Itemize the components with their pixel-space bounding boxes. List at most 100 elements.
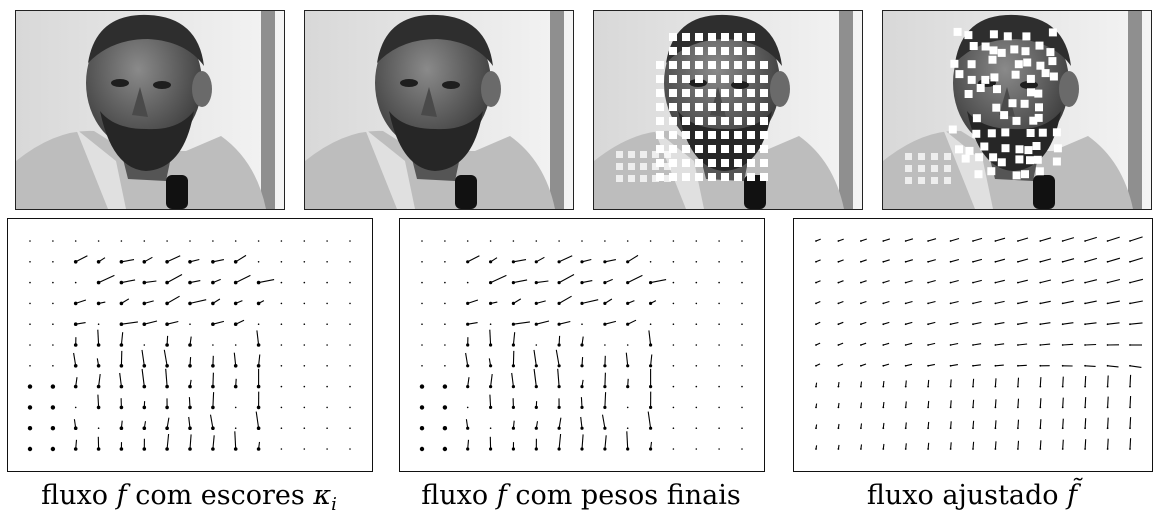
flow-panel-3 <box>793 218 1153 472</box>
flow-origin-dot <box>304 365 306 367</box>
flow-origin-dot <box>444 303 446 305</box>
flow-vector <box>973 379 974 387</box>
flow-origin-dot <box>304 261 306 263</box>
flow-vector <box>1018 323 1028 325</box>
flow-vector <box>995 420 996 428</box>
flow-origin-dot <box>166 240 168 242</box>
sample-square <box>949 126 957 134</box>
sample-square <box>747 159 755 167</box>
flow-vector <box>951 302 959 304</box>
sample-square <box>721 61 729 69</box>
flow-origin-dot <box>189 323 191 325</box>
flow-origin-dot <box>444 323 446 325</box>
flow-vector <box>883 402 884 407</box>
flow-origin-dot <box>349 365 351 367</box>
flow-vector <box>491 275 507 282</box>
photo-frame-2 <box>304 10 574 210</box>
flow-origin-dot <box>281 261 283 263</box>
flow-origin-dot <box>304 427 306 429</box>
sample-square <box>656 75 664 83</box>
flow-vector <box>1085 280 1097 283</box>
flow-vector <box>235 431 236 449</box>
flow-origin-dot <box>718 448 720 450</box>
sample-square <box>965 90 973 98</box>
flow-vector <box>1040 419 1041 428</box>
right-eye <box>153 81 171 89</box>
sample-square <box>981 76 989 84</box>
flow-origin-dot <box>28 447 32 451</box>
sample-square <box>977 84 985 92</box>
flow-vector <box>1108 301 1120 303</box>
sample-square <box>1009 99 1017 107</box>
sample-square <box>721 103 729 111</box>
flow-vector <box>1018 399 1019 408</box>
flow-origin-dot <box>304 303 306 305</box>
sample-square <box>669 131 677 139</box>
flow-vector <box>928 322 935 324</box>
sample-square <box>669 117 677 125</box>
face-image-2 <box>305 11 573 209</box>
sample-square <box>955 145 963 153</box>
sample-square <box>664 175 671 182</box>
flow-vector <box>861 444 862 449</box>
sample-square <box>964 31 972 39</box>
flow-vector <box>1063 238 1074 241</box>
flow-vector <box>559 434 561 449</box>
flow-origin-dot <box>349 448 351 450</box>
flow-origin-dot <box>741 323 743 325</box>
sample-square <box>944 177 951 184</box>
sample-square <box>987 167 995 175</box>
sample-square <box>640 175 647 182</box>
sample-square <box>669 89 677 97</box>
sample-square <box>734 75 742 83</box>
flow-vector <box>167 336 168 345</box>
sample-square <box>1010 45 1018 53</box>
flow-vector <box>816 302 820 304</box>
flow-vector <box>838 403 839 407</box>
flow-vector <box>883 381 884 387</box>
sample-square <box>760 103 768 111</box>
flow-vector <box>1108 397 1109 408</box>
flow-vector <box>99 275 115 282</box>
sample-square <box>905 165 912 172</box>
flow-vector <box>468 300 478 303</box>
flow-origin-dot <box>467 240 469 242</box>
flow-panel-2 <box>399 218 765 472</box>
face-image-1 <box>16 11 284 209</box>
sample-square <box>682 103 690 111</box>
flow-origin-dot <box>444 261 446 263</box>
flow-origin-dot <box>513 240 515 242</box>
flow-vector <box>1085 366 1096 367</box>
flow-vector <box>167 434 169 449</box>
flow-vector <box>973 421 974 428</box>
flow-origin-dot <box>258 261 260 263</box>
flow-vector <box>1018 420 1019 429</box>
flow-origin-dot <box>627 427 629 429</box>
flow-vector <box>142 350 144 366</box>
sample-square <box>1036 62 1044 70</box>
sample-square <box>1035 114 1043 122</box>
flow-origin-dot <box>349 427 351 429</box>
ear <box>481 71 501 107</box>
sample-square <box>955 70 963 78</box>
flow-vector <box>1040 377 1041 387</box>
flow-origin-dot <box>604 344 606 346</box>
sample-square <box>708 117 716 125</box>
flow-vector <box>928 343 935 345</box>
flow-vector <box>259 280 275 283</box>
flow-origin-dot <box>281 240 283 242</box>
flow-origin-dot <box>650 261 652 263</box>
sample-square <box>747 131 755 139</box>
sample-square <box>708 47 716 55</box>
sample-square <box>721 47 729 55</box>
flow-vector <box>121 280 135 283</box>
flow-vector <box>536 257 544 262</box>
sample-square <box>1013 117 1021 125</box>
flow-origin-dot <box>421 282 423 284</box>
flow-vector <box>628 275 643 282</box>
sample-square <box>918 165 925 172</box>
flow-origin-dot <box>420 447 424 451</box>
flow-field-scores <box>8 219 372 471</box>
flow-vector <box>628 379 629 387</box>
flow-origin-dot <box>235 240 237 242</box>
